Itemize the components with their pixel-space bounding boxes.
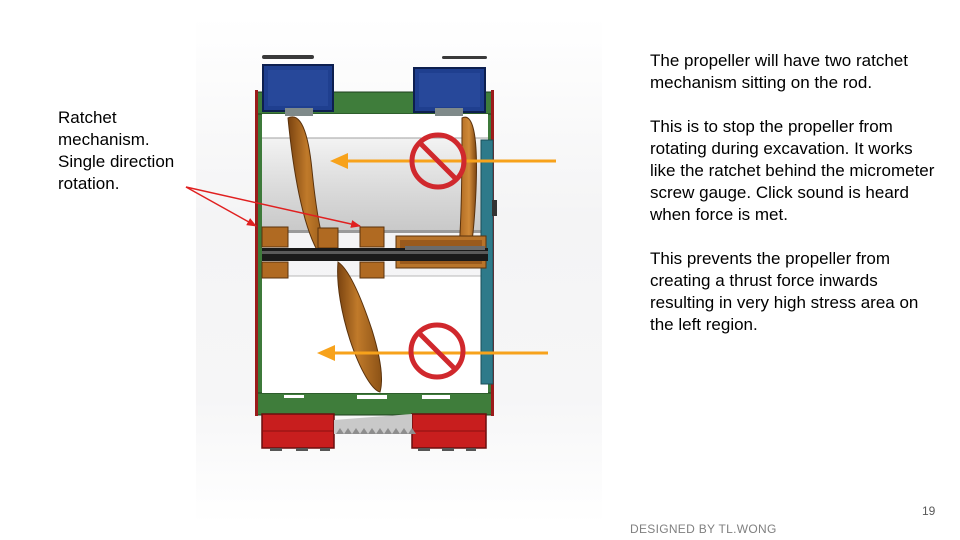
paragraph-ratchet-purpose: This is to stop the propeller from rotat… <box>650 117 935 224</box>
designer-credit: DESIGNED BY TL.WONG <box>630 522 777 536</box>
paragraph-thrust-prevention: This prevents the propeller from creatin… <box>650 249 919 334</box>
slide-number: 19 <box>922 504 936 518</box>
callout-arrows <box>185 186 361 228</box>
bottom-tracks <box>261 395 487 451</box>
no-entry-icon <box>409 132 467 190</box>
no-entry-icon <box>408 322 466 380</box>
ratchet-left <box>261 226 339 279</box>
paragraph-ratchet-count: The propeller will have two ratchet mech… <box>650 51 908 92</box>
explanation-text: The propeller will have two ratchet mech… <box>650 50 940 358</box>
motor-left <box>262 64 334 116</box>
arrow-left-icon <box>330 153 556 169</box>
ratchet-callout-label: Ratchet mechanism. Single direction rota… <box>58 108 175 193</box>
propeller-blade-lower <box>337 261 383 393</box>
motor-right <box>413 67 486 116</box>
central-rod <box>262 246 488 261</box>
top-antenna-rods <box>262 55 487 59</box>
